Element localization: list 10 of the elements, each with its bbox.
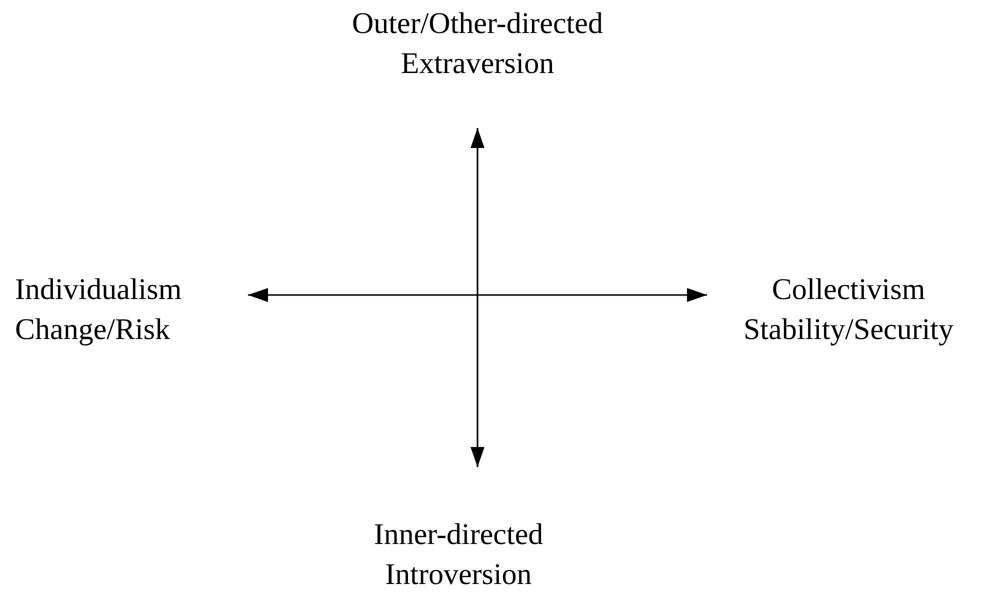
axis-pole-sublabel: Stability/Security (742, 312, 954, 348)
axis-pole-sublabel: Introversion (384, 557, 533, 593)
axis-pole-label: Outer/Other-directed (351, 6, 604, 42)
axis-pole-sublabel: Extraversion (400, 46, 556, 82)
double-headed-arrow (248, 288, 707, 302)
axis-pole-label: Inner-directed (372, 517, 544, 553)
double-headed-arrow (470, 128, 484, 467)
axis-pole-sublabel: Change/Risk (15, 312, 171, 348)
axis-pole-label: Individualism (15, 272, 183, 308)
axis-pole-label: Collectivism (770, 272, 926, 308)
